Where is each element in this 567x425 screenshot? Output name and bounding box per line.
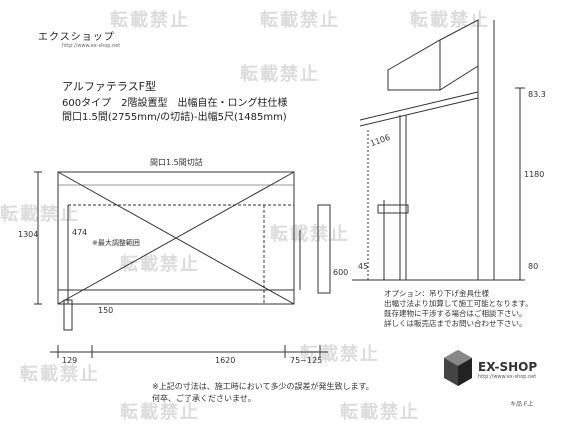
shop-url-small: http://www.ex-shop.net (62, 43, 121, 49)
ex-shop-logo-icon (444, 350, 472, 386)
plan-dim-bottom-b: 1620 (215, 356, 236, 365)
watermark-text: 転載禁止 (410, 10, 490, 31)
plan-dim-note-diag: ※最大調整範囲 (92, 239, 140, 247)
watermark-text: 転載禁止 (340, 402, 420, 423)
logo-name: EX-SHOP (478, 360, 538, 374)
watermark-text: 転載禁止 (120, 254, 200, 275)
shop-name: エクスショップ (38, 32, 115, 43)
watermark-text: 転載禁止 (260, 10, 340, 31)
side-dim-top-right: 83.3 (528, 90, 546, 99)
plan-dim-left-height: 1304 (18, 230, 39, 239)
plan-dim-right-vert: 600 (333, 268, 349, 277)
plan-dim-bottom-c: 75~125 (290, 356, 323, 365)
option-note: オプション：吊り下げ金具仕様 出幅寸法より加算して施工可能となります。 既存建物… (384, 289, 533, 328)
watermark-text: 転載禁止 (20, 364, 100, 385)
product-size: 間口1.5間(2755mm/の切詰)-出幅5尺(1485mm) (62, 112, 287, 123)
plan-dim-bottom-a: 129 (62, 356, 78, 365)
logo-url: http://www.ex-shop.net (478, 374, 537, 380)
product-title: アルファテラスF型 (62, 80, 156, 93)
side-dim-bottom-right: 80 (528, 262, 539, 271)
footer-mark: キ品 F上 (510, 401, 534, 408)
side-roof-profile (387, 19, 479, 91)
watermark-text: 転載禁止 (270, 224, 350, 245)
side-dim-right-tall: 1180 (524, 170, 545, 179)
plan-dim-bottom-small: 150 (98, 306, 114, 315)
plan-roof-outline (57, 171, 295, 305)
watermark-text: 転載禁止 (120, 402, 200, 423)
plan-dim-inner: 474 (72, 228, 88, 237)
footer-note: ※上記の寸法は、施工時において多少の誤差が発生致します。 何卒、ご了承くださいま… (152, 382, 374, 403)
plan-label: 間口1.5間切詰 (150, 158, 203, 167)
product-subtitle: 600タイプ 2階設置型 出幅自在・ロング柱仕様 (62, 98, 288, 109)
watermark-text: 転載禁止 (110, 10, 190, 31)
watermark-text: 転載禁止 (240, 64, 320, 85)
side-dim-bottom-left: 45 (358, 262, 369, 271)
